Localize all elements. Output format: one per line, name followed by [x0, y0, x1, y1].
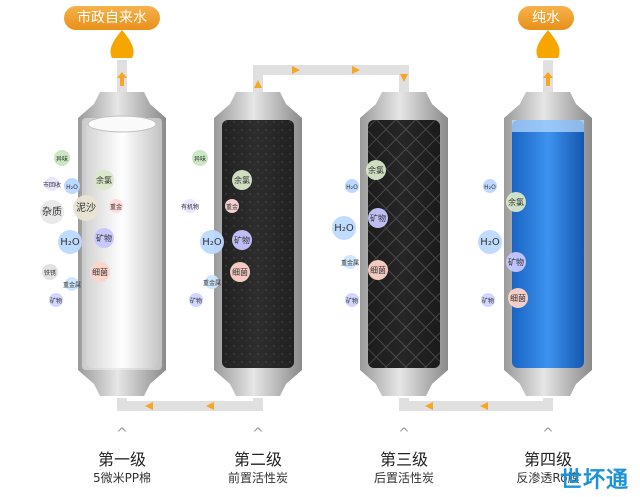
particle-label: H₂O — [346, 184, 358, 191]
stage-3-subtitle: 后置活性炭 — [373, 471, 434, 485]
particle-label: H₂O — [60, 237, 80, 248]
particle-label: 余氯 — [368, 165, 384, 175]
particle-bubble — [200, 230, 224, 254]
particle-label: 矿物 — [346, 297, 358, 305]
particle-label: 矿物 — [96, 233, 112, 243]
particle-bubble — [40, 200, 64, 224]
particle-bubble — [345, 179, 359, 193]
particle-bubble — [508, 288, 528, 308]
particle-bubble — [483, 179, 497, 193]
particle-bubble — [90, 262, 110, 282]
particle-bubble — [366, 160, 386, 180]
particle-label: 细菌 — [370, 265, 386, 275]
particle-bubble — [42, 264, 58, 280]
particle-bubble — [232, 230, 252, 250]
particle-bubble — [45, 177, 59, 191]
particle-label: 细菌 — [510, 293, 526, 303]
particle-bubble — [58, 230, 82, 254]
filter-housing-1 — [78, 92, 166, 396]
stage-3-caret: ^ — [398, 426, 410, 442]
stage-2-caret: ^ — [252, 426, 264, 442]
particle-bubble — [345, 293, 359, 307]
particle-bubble — [232, 170, 252, 190]
particle-bubble — [481, 293, 495, 307]
particle-bubble — [230, 262, 250, 282]
ro-membrane-core — [512, 120, 584, 368]
input-label: 市政自来水 — [64, 6, 160, 30]
particle-bubble — [73, 195, 99, 221]
flow-out-arrow — [536, 30, 560, 58]
particle-bubble — [368, 208, 388, 228]
particle-label: H₂O — [484, 184, 496, 191]
particle-label: 重金属 — [341, 259, 359, 267]
particle-label: 矿物 — [234, 235, 250, 245]
stage-2-caption: 第二级 前置活性炭 — [198, 450, 318, 486]
stage-2-subtitle: 前置活性炭 — [227, 471, 288, 485]
filter-housing-3 — [360, 92, 448, 396]
particle-label: 市回收 — [43, 181, 61, 189]
particle-bubble — [225, 199, 239, 213]
particle-bubble — [189, 293, 203, 307]
stage-4-subtitle: 反渗透Ro膜 — [516, 471, 580, 485]
particle-bubble — [109, 199, 123, 213]
particle-label: 矿物 — [50, 297, 62, 305]
particle-bubble — [64, 178, 80, 194]
particle-label: 矿物 — [190, 297, 202, 305]
particle-bubble — [343, 255, 357, 269]
particle-label: 重金属 — [203, 279, 221, 287]
particle-label: H₂O — [334, 223, 354, 234]
watermark-logo: 世坏通 — [560, 468, 630, 493]
particle-label: H₂O — [66, 184, 78, 191]
stage-1-title: 第一级 — [97, 450, 146, 469]
particle-label: 有机物 — [181, 203, 199, 211]
particle-label: 铁锈 — [44, 269, 56, 277]
stage-3-title: 第三级 — [379, 450, 428, 469]
particle-label: H₂O — [480, 237, 500, 248]
particle-label: 重金属 — [63, 281, 81, 289]
particle-bubble — [332, 216, 356, 240]
particle-bubble — [192, 150, 208, 166]
particle-label: 泥沙 — [76, 201, 96, 214]
stage-4-caption: 第四级 反渗透Ro膜 — [488, 450, 608, 486]
particle-bubble — [94, 228, 114, 248]
stage-4-title: 第四级 — [523, 450, 572, 469]
filter-housing-4 — [504, 92, 592, 396]
particle-label: 余氯 — [234, 175, 250, 185]
filter-housing-2 — [214, 92, 302, 396]
particle-label: 杂质 — [42, 206, 62, 218]
particle-label: 矿物 — [508, 257, 524, 267]
particle-bubble — [205, 275, 219, 289]
particle-bubble — [478, 230, 502, 254]
particle-bubble — [94, 170, 114, 190]
stage-1-subtitle: 5微米PP棉 — [92, 471, 152, 485]
particle-bubble — [506, 252, 526, 272]
flow-in-arrow — [110, 30, 134, 58]
particle-bubble — [183, 199, 197, 213]
stage-1-caption: 第一级 5微米PP棉 — [62, 450, 182, 486]
particle-label: H₂O — [202, 237, 222, 248]
particle-label: 细菌 — [92, 267, 108, 277]
stage-1-caret: ^ — [116, 426, 128, 442]
particle-label: 矿物 — [482, 297, 494, 305]
particle-label: 重金 — [110, 203, 122, 211]
particle-bubble — [368, 260, 388, 280]
stage-4-caret: ^ — [542, 426, 554, 442]
particle-label: 重金 — [226, 203, 238, 211]
particle-label: 余氯 — [96, 175, 112, 185]
stage-2-title: 第二级 — [233, 450, 282, 469]
output-label: 纯水 — [518, 6, 574, 30]
particle-label: 矿物 — [370, 213, 386, 223]
particle-label: 细菌 — [232, 267, 248, 277]
particle-label: 异味 — [194, 155, 206, 163]
particle-bubble — [49, 293, 63, 307]
particle-bubble — [506, 192, 526, 212]
particle-label: 余氯 — [508, 197, 524, 207]
stage-3-caption: 第三级 后置活性炭 — [344, 450, 464, 486]
particle-bubble — [65, 277, 79, 291]
particle-label: 异味 — [56, 155, 68, 163]
particle-bubble — [54, 150, 70, 166]
